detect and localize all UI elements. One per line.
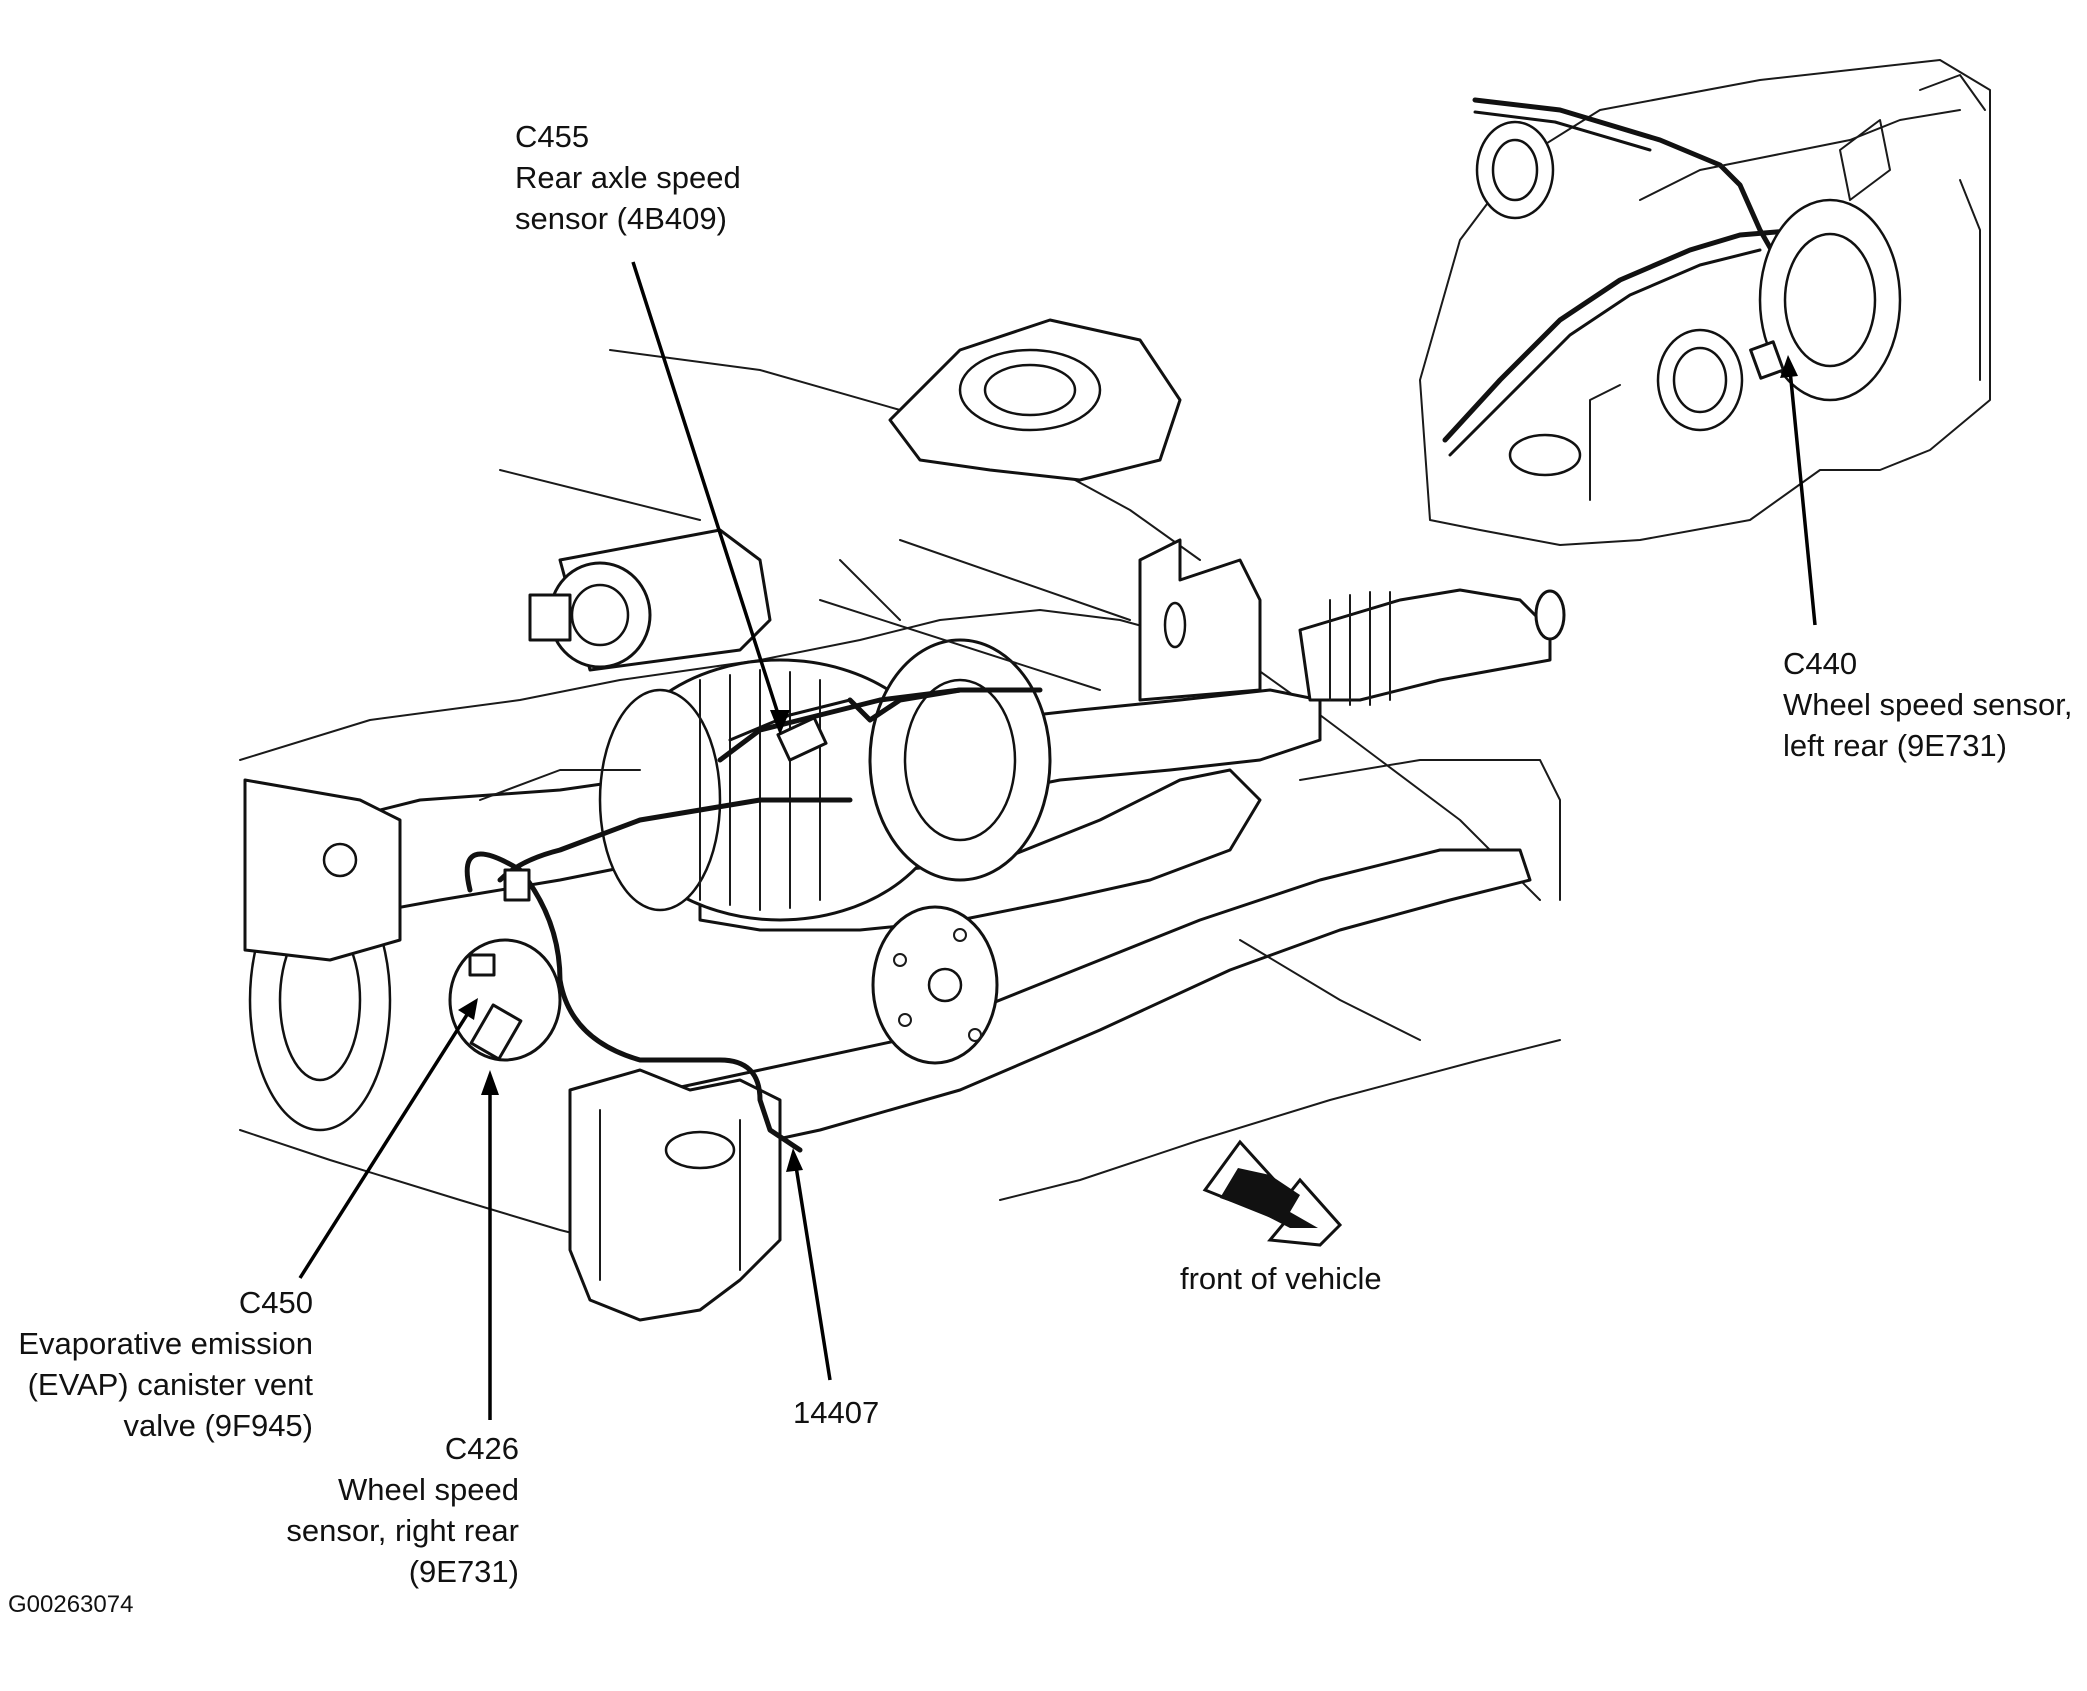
c455-code: C455	[515, 119, 590, 154]
leader-c440	[1788, 369, 1817, 626]
c426-line1: Wheel speed	[338, 1472, 519, 1507]
leader-lines	[298, 261, 1817, 1420]
part-number-14407: 14407	[793, 1395, 880, 1430]
c426-code: C426	[444, 1431, 519, 1466]
c450-code: C450	[238, 1285, 313, 1320]
label-c450: C450 Evaporative emission (EVAP) caniste…	[18, 1282, 313, 1446]
c450-line2: (EVAP) canister vent	[27, 1367, 313, 1402]
front-direction-arrow-icon	[1202, 1139, 1343, 1247]
label-14407: 14407	[793, 1392, 879, 1433]
label-c455: C455 Rear axle speed sensor (4B409)	[515, 116, 741, 239]
c440-line1: Wheel speed sensor,	[1783, 687, 2073, 722]
front-of-vehicle-text: front of vehicle	[1180, 1261, 1382, 1296]
c450-line1: Evaporative emission	[18, 1326, 313, 1361]
leader-14407	[793, 1159, 832, 1381]
c455-line2: sensor (4B409)	[515, 201, 727, 236]
c426-line3: (9E731)	[408, 1554, 519, 1589]
main-axle-assembly	[239, 318, 1566, 1322]
c450-line3: valve (9F945)	[123, 1408, 313, 1443]
label-front-of-vehicle: front of vehicle	[1180, 1258, 1382, 1299]
label-c440: C440 Wheel speed sensor, left rear (9E73…	[1783, 643, 2073, 766]
c426-line2: sensor, right rear	[286, 1513, 519, 1548]
figure-id: G00263074	[8, 1591, 134, 1618]
inset-left-rear-view	[1419, 59, 1991, 546]
c440-code: C440	[1783, 646, 1858, 681]
c455-line1: Rear axle speed	[515, 160, 741, 195]
c440-line2: left rear (9E731)	[1783, 728, 2007, 763]
leader-c455	[631, 261, 782, 721]
leader-c450	[298, 1009, 472, 1279]
label-c426: C426 Wheel speed sensor, right rear (9E7…	[286, 1428, 519, 1592]
